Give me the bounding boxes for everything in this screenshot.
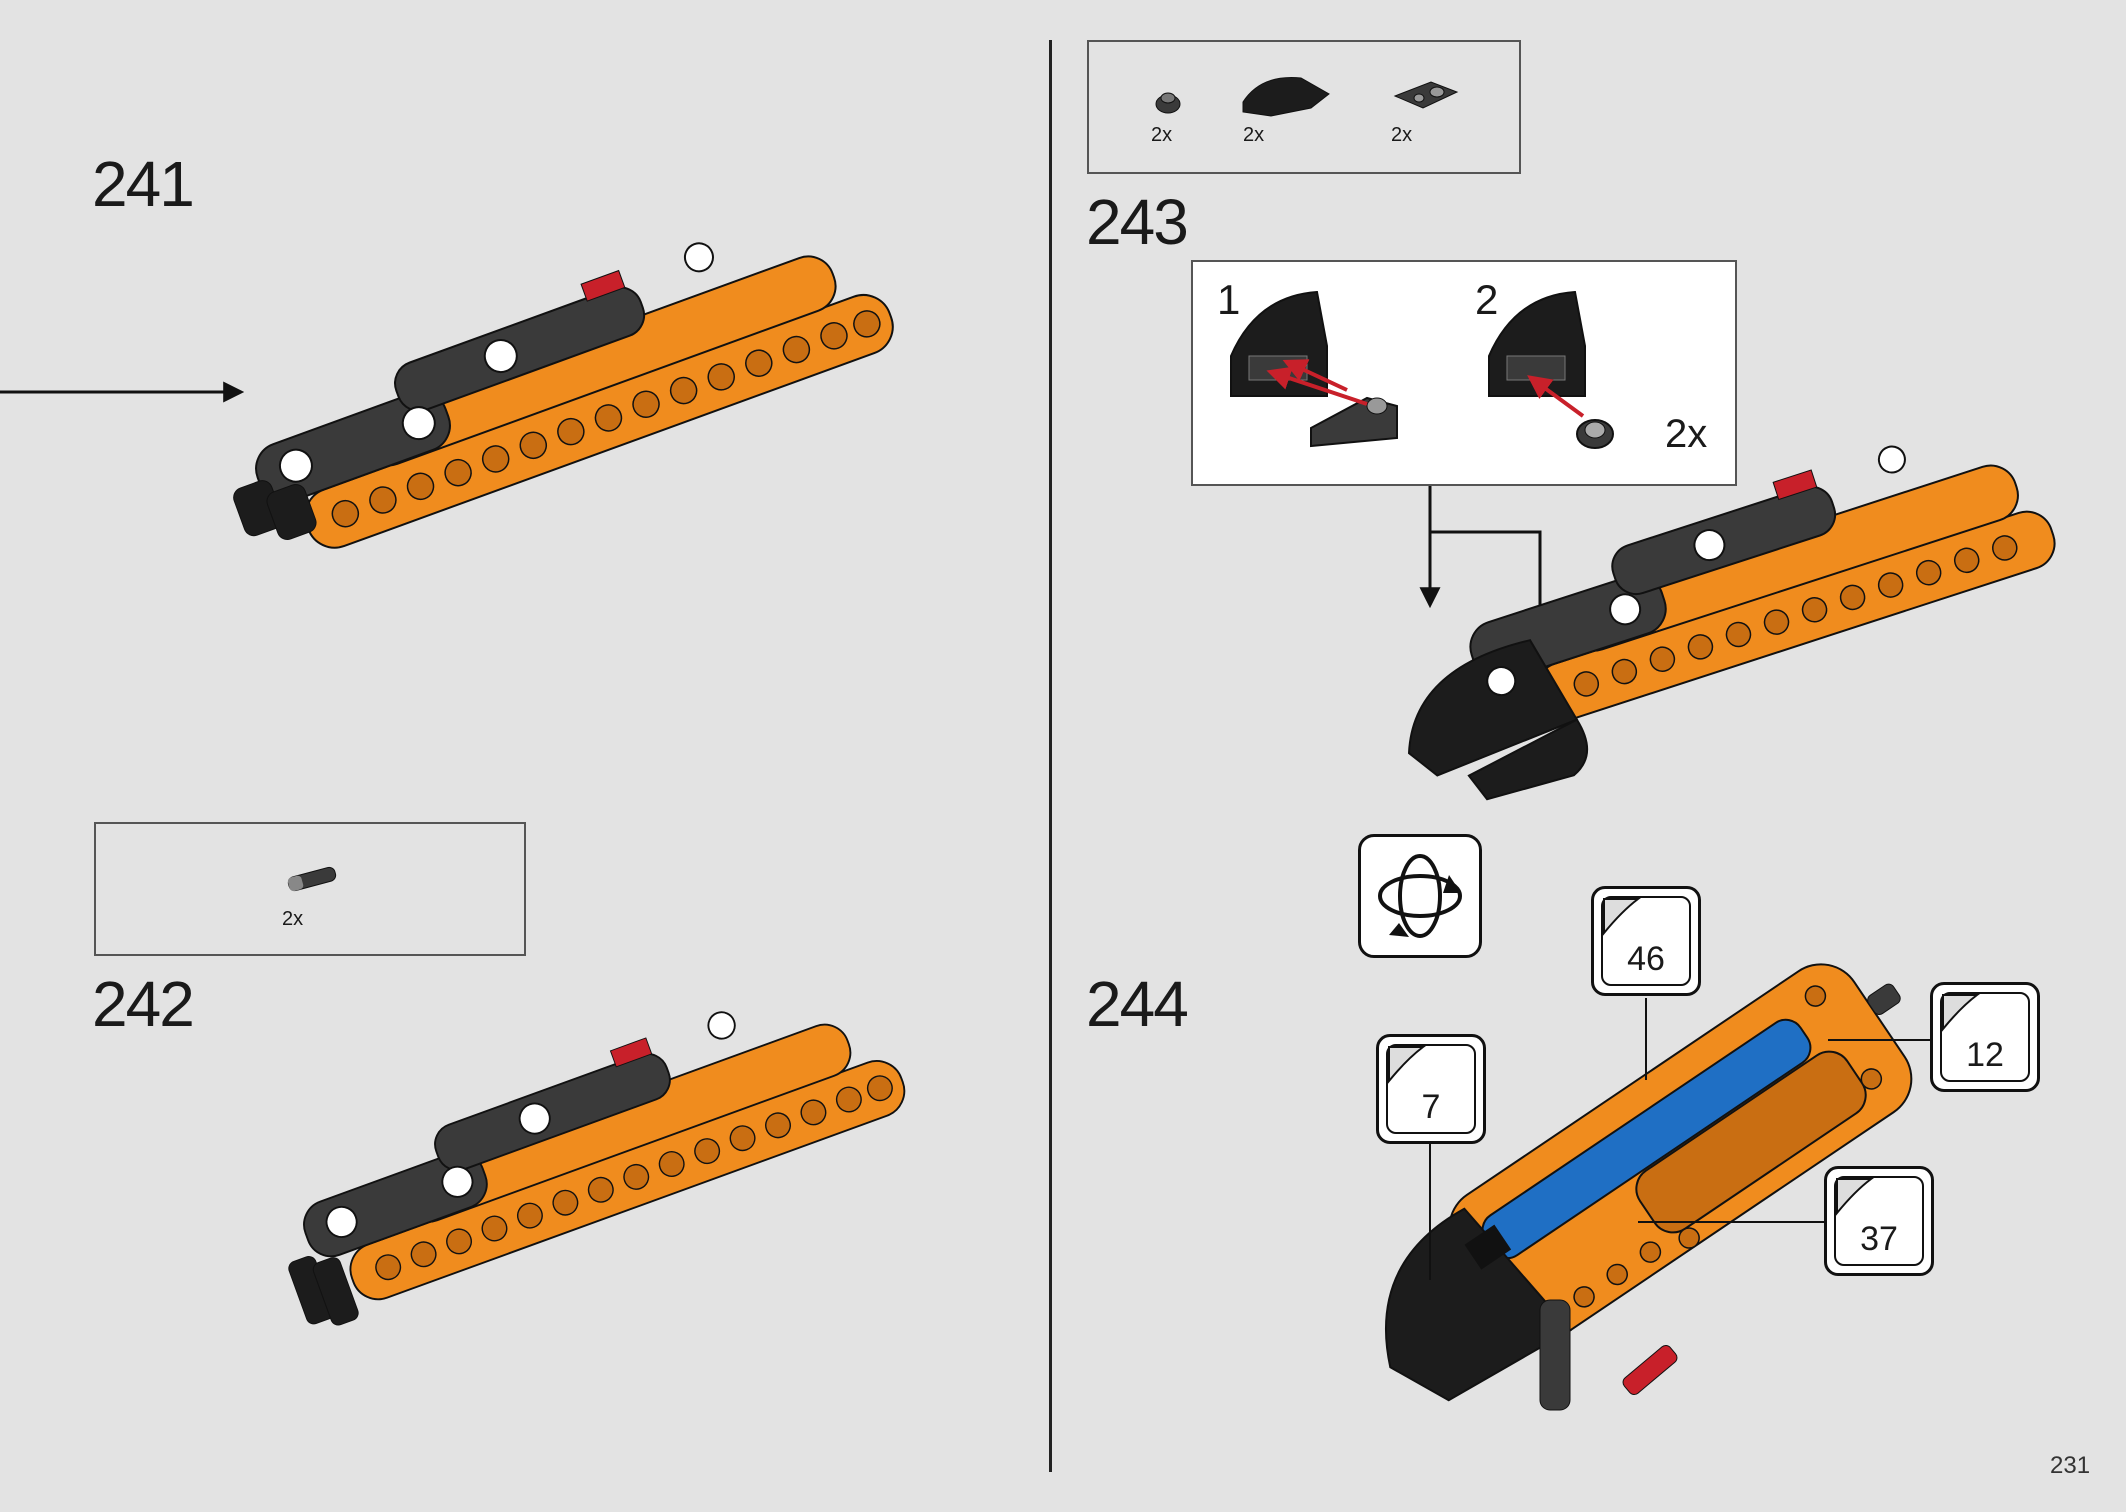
- part-qty: 2x: [1151, 124, 1173, 146]
- parts-callout-242: 2x: [94, 822, 526, 956]
- sticker-peel-icon: [1836, 1178, 1874, 1216]
- sticker-number: 12: [1966, 1036, 2004, 1074]
- substep-label-2: 2: [1475, 276, 1499, 323]
- substep-1-diagram: [1230, 290, 1398, 448]
- curved-slope-icon: [1242, 77, 1330, 117]
- parts-callout-243: 2x 2x 2x: [1087, 40, 1521, 174]
- bracket-plate-icon: [1393, 81, 1459, 109]
- insert-arrow: [0, 381, 245, 403]
- sticker-number: 46: [1627, 940, 1665, 978]
- page-divider: [1049, 40, 1052, 1472]
- step-number-242: 242: [92, 968, 195, 1040]
- sticker-leader-lines: [1429, 998, 1930, 1280]
- step-number-241: 241: [92, 148, 195, 220]
- sticker-callout-37: 37: [1824, 1166, 1934, 1276]
- part-qty: 2x: [1243, 124, 1265, 146]
- model-step-243: [1407, 445, 2056, 801]
- sub-assembly-box-243: 1 2 2x: [1191, 260, 1737, 486]
- rotate-model-icon: [1378, 854, 1462, 938]
- sticker-peel-icon: [1942, 994, 1980, 1032]
- sticker-peel-icon: [1603, 898, 1641, 936]
- substep-2-diagram: [1488, 290, 1614, 449]
- step-number-244: 244: [1086, 968, 1189, 1040]
- step-number-243: 243: [1086, 186, 1189, 258]
- axle-pin-icon: [287, 866, 337, 892]
- part-qty: 2x: [1391, 124, 1413, 146]
- round-plate-icon: [1155, 92, 1181, 114]
- rotate-model-callout: [1358, 834, 1482, 958]
- model-step-244: [1384, 963, 1913, 1411]
- part-qty: 2x: [282, 908, 304, 930]
- sticker-callout-46: 46: [1591, 886, 1701, 996]
- substep-label-1: 1: [1217, 276, 1241, 323]
- model-step-242: [288, 1011, 906, 1326]
- sticker-number: 37: [1860, 1220, 1898, 1258]
- substep-multiplier: 2x: [1665, 412, 1708, 456]
- sticker-callout-12: 12: [1930, 982, 2040, 1092]
- model-step-241: [233, 242, 894, 549]
- sticker-number: 7: [1421, 1088, 1441, 1126]
- page-number: 231: [2050, 1452, 2091, 1479]
- sticker-peel-icon: [1388, 1046, 1426, 1084]
- sticker-callout-7: 7: [1376, 1034, 1486, 1144]
